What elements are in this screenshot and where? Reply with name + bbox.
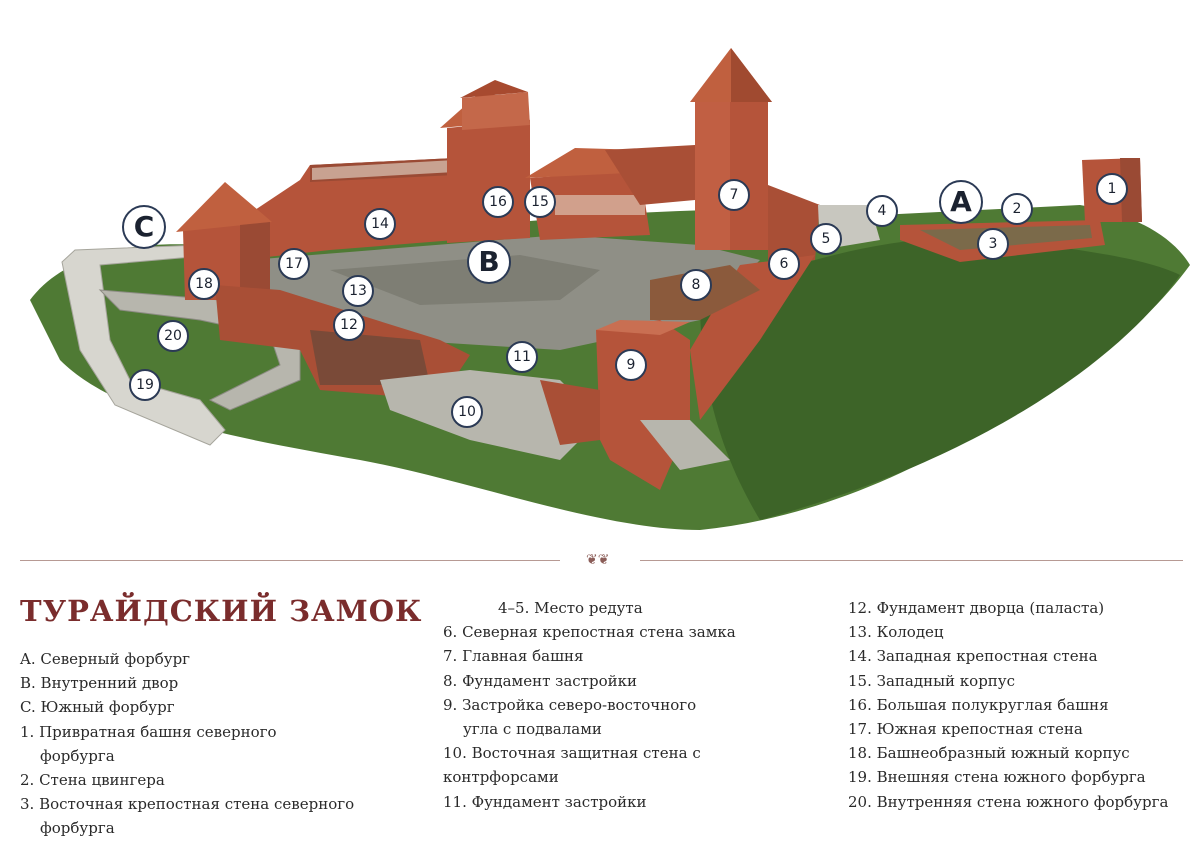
legend-item: 15. Западный корпус — [848, 671, 1016, 690]
legend-item: 11. Фундамент застройки — [443, 792, 647, 811]
legend-item: 16. Большая полукруглая башня — [848, 695, 1109, 714]
castle-illustration — [30, 48, 1190, 530]
marker-16: 16 — [482, 186, 514, 218]
legend-item: 7. Главная башня — [443, 647, 584, 666]
legend-item: 17. Южная крепостная стена — [848, 720, 1083, 739]
tower-16 — [447, 120, 530, 243]
marker-17: 17 — [278, 248, 310, 280]
legend-item: 1. Привратная башня северного — [20, 722, 277, 741]
wall-6 — [768, 185, 820, 265]
legend-item-continuation: контрфорсами — [443, 768, 559, 787]
legend-item: B. Внутренний двор — [20, 674, 179, 693]
marker-14: 14 — [364, 208, 396, 240]
legend-item: 4–5. Место редута — [498, 599, 643, 617]
legend-item: 3. Восточная крепостная стена северного — [20, 795, 355, 814]
legend-column-1: A. Северный форбург B. Внутренний двор C… — [20, 647, 354, 841]
marker-13: 13 — [342, 275, 374, 307]
legend-item-continuation: форбурга — [40, 819, 115, 838]
legend-item: A. Северный форбург — [20, 650, 191, 668]
legend-item: 20. Внутренняя стена южного форбурга — [848, 792, 1169, 811]
marker-10: 10 — [451, 396, 483, 428]
legend-item: C. Южный форбург — [20, 698, 175, 717]
marker-7: 7 — [718, 179, 750, 211]
marker-4: 4 — [866, 195, 898, 227]
legend-item: 12. Фундамент дворца (паласта) — [848, 599, 1105, 617]
marker-6: 6 — [768, 248, 800, 280]
marker-8: 8 — [680, 269, 712, 301]
legend-column-2: 4–5. Место редута 6. Северная крепостная… — [443, 596, 736, 814]
marker-1: 1 — [1096, 173, 1128, 205]
marker-18: 18 — [188, 268, 220, 300]
ornament-divider: ❦❦ — [20, 552, 1183, 568]
marker-19: 19 — [129, 369, 161, 401]
legend-item-continuation: форбурга — [40, 746, 115, 765]
legend-item: 14. Западная крепостная стена — [848, 647, 1098, 666]
legend-item: 13. Колодец — [848, 623, 944, 642]
marker-a: A — [939, 180, 983, 224]
legend-item: 8. Фундамент застройки — [443, 671, 637, 690]
marker-3: 3 — [977, 228, 1009, 260]
hill-shade — [700, 238, 1180, 521]
legend-item: 2. Стена цвингера — [20, 771, 165, 790]
marker-c: C — [122, 205, 166, 249]
marker-2: 2 — [1001, 193, 1033, 225]
legend-column-3: 12. Фундамент дворца (паласта) 13. Колод… — [848, 596, 1168, 814]
legend-item: 9. Застройка северо-восточного — [443, 695, 697, 714]
marker-b: B — [467, 240, 511, 284]
marker-20: 20 — [157, 320, 189, 352]
marker-9: 9 — [615, 349, 647, 381]
legend-item: 6. Северная крепостная стена замка — [443, 623, 736, 642]
legend-item: 19. Внешняя стена южного форбурга — [848, 768, 1146, 787]
page-title: ТУРАЙДСКИЙ ЗАМОК — [20, 594, 423, 628]
marker-11: 11 — [506, 341, 538, 373]
marker-15: 15 — [524, 186, 556, 218]
legend-item: 10. Восточная защитная стена с — [443, 744, 701, 763]
marker-12: 12 — [333, 309, 365, 341]
ornament-icon: ❦❦ — [586, 552, 610, 568]
marker-5: 5 — [810, 223, 842, 255]
legend-item-continuation: угла с подвалами — [463, 720, 602, 739]
wall-14 — [240, 158, 455, 260]
legend-item: 18. Башнеобразный южный корпус — [848, 744, 1130, 763]
